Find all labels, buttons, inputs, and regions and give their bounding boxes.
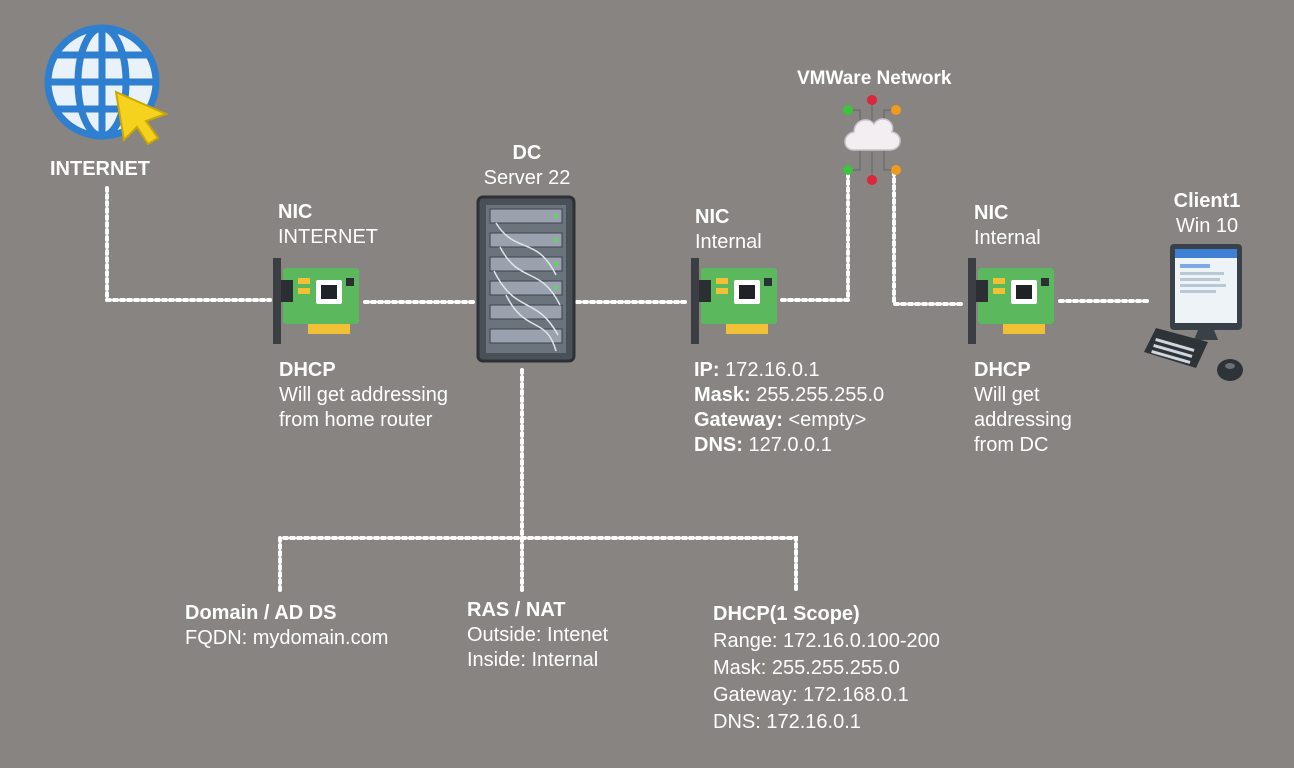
role-ras: RAS / NAT Outside: Intenet Inside: Inter…: [467, 598, 608, 673]
nic-internet-subtitle: INTERNET: [278, 226, 378, 248]
client-subtitle: Win 10: [1175, 215, 1239, 237]
role-dhcp-line: DNS: 172.16.0.1: [713, 711, 861, 733]
internet-to-nic-line: [105, 186, 272, 302]
nic-internal-to-vmware-line: [780, 170, 850, 302]
role-dhcp-line: Mask: 255.255.255.0: [713, 657, 900, 679]
role-dhcp-title: DHCP(1 Scope): [713, 603, 860, 625]
gateway-row: Gateway: <empty>: [694, 409, 867, 431]
nic-dc-internal-subtitle: Internal: [695, 231, 762, 253]
dns-row: DNS: 127.0.0.1: [694, 434, 832, 456]
nic-internet-details: DHCP Will get addressing from home route…: [279, 358, 448, 433]
dc-title: DC: [512, 142, 542, 164]
nic-internet-note-line: from home router: [279, 409, 433, 431]
server-rack-icon: [476, 195, 576, 363]
internet-label: INTERNET: [50, 158, 150, 180]
nic-client-subtitle: Internal: [974, 227, 1041, 249]
vmware-to-nic-client-line: [892, 170, 967, 306]
ip-row: IP: 172.16.0.1: [694, 359, 820, 381]
mask-row: Mask: 255.255.255.0: [694, 384, 885, 406]
role-ras-line: Outside: Intenet: [467, 624, 609, 646]
nic-internet-title: NIC: [278, 201, 313, 223]
nic-internet-header: NIC INTERNET: [278, 200, 378, 250]
nic-dc-internal-header: NIC Internal: [695, 205, 762, 255]
nic-internet-mode: DHCP: [279, 359, 336, 381]
globe-cursor-icon: [42, 22, 172, 150]
nic-client-title: NIC: [974, 202, 1009, 224]
client-title: Client1: [1173, 190, 1241, 212]
network-card-icon: [963, 258, 1058, 346]
nic-internet-note-line: Will get addressing: [279, 384, 448, 406]
desktop-computer-icon: [1142, 242, 1246, 384]
dc-header: DC Server 22: [478, 141, 576, 191]
role-ras-title: RAS / NAT: [467, 599, 566, 621]
network-card-icon: [268, 258, 363, 346]
nic-client-header: NIC Internal: [974, 201, 1041, 251]
nic-client-note-line: Will get: [974, 384, 1040, 406]
role-ras-line: Inside: Internal: [467, 649, 599, 671]
vmware-label: VMWare Network: [797, 68, 952, 89]
role-adds-line: FQDN: mydomain.com: [185, 627, 389, 649]
client-header: Client1 Win 10: [1160, 189, 1254, 239]
network-card-icon: [686, 258, 781, 346]
dc-subtitle: Server 22: [483, 167, 571, 189]
nic-client-details: DHCP Will get addressing from DC: [974, 358, 1072, 458]
role-adds-title: Domain / AD DS: [185, 602, 337, 624]
role-dhcp-line: Gateway: 172.168.0.1: [713, 684, 909, 706]
nic-dc-internal-title: NIC: [695, 206, 730, 228]
dc-roles-branch-line: [278, 536, 798, 594]
role-dhcp: DHCP(1 Scope) Range: 172.16.0.100-200 Ma…: [713, 601, 940, 736]
cloud-network-icon: [838, 92, 906, 188]
nic-client-mode: DHCP: [974, 359, 1031, 381]
nic-client-note-line: from DC: [974, 434, 1049, 456]
role-adds: Domain / AD DS FQDN: mydomain.com: [185, 601, 388, 651]
nic-dc-internal-details: IP: 172.16.0.1 Mask: 255.255.255.0 Gatew…: [694, 358, 884, 458]
nic-client-note-line: addressing: [974, 409, 1072, 431]
role-dhcp-line: Range: 172.16.0.100-200: [713, 630, 940, 652]
